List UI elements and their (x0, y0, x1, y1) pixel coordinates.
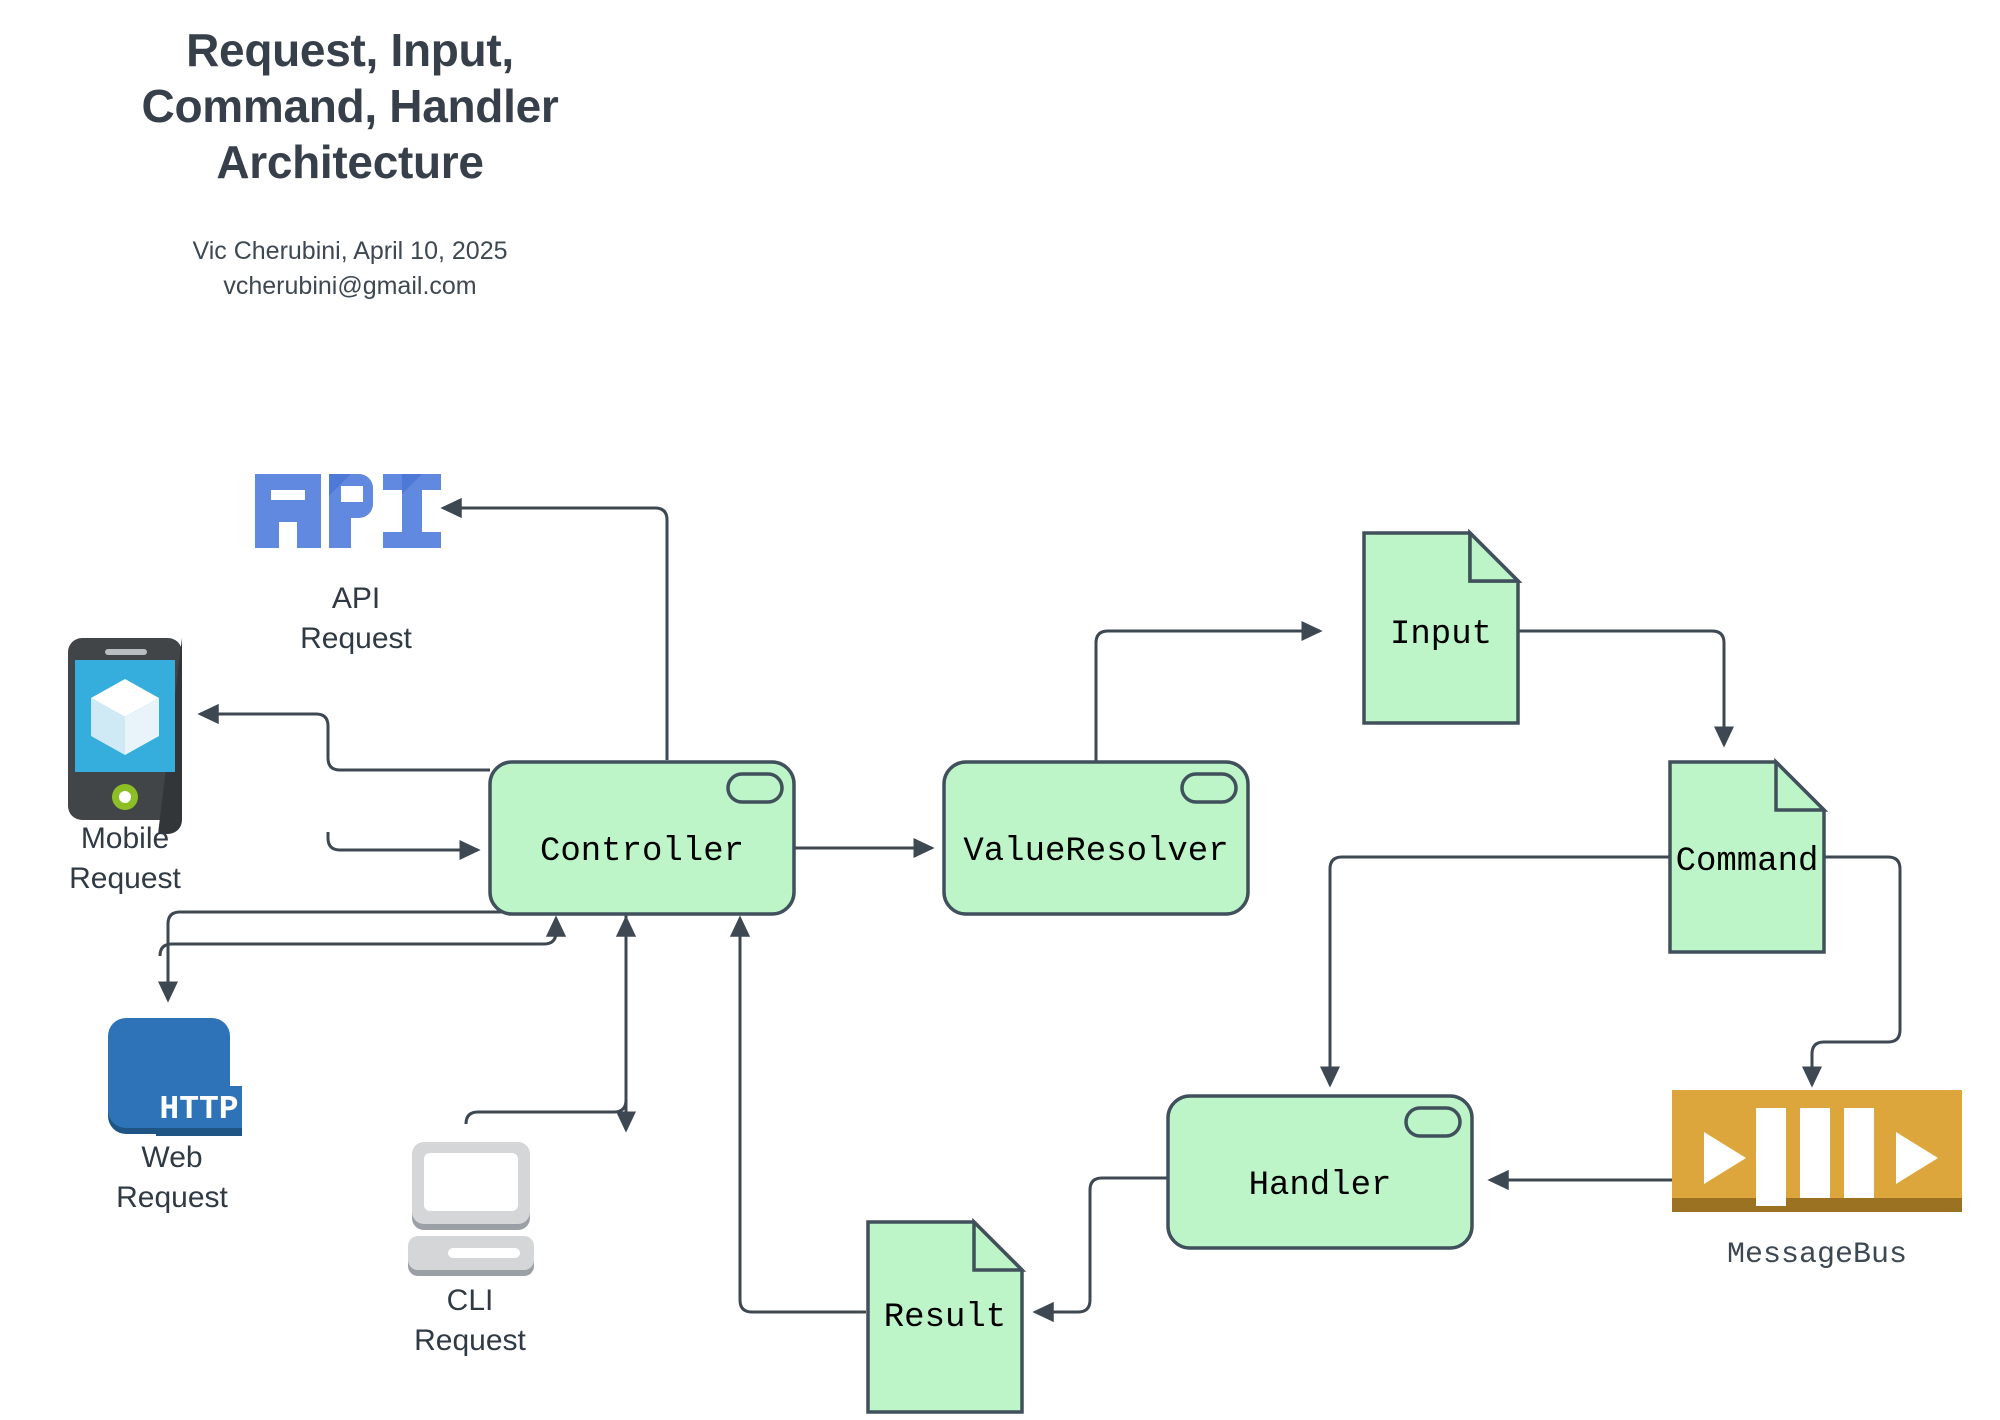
mobile-caption-line-1: Mobile (81, 822, 169, 855)
node-handler-label: Handler (1249, 1167, 1392, 1205)
web-caption-line-1: Web (141, 1141, 202, 1174)
edge-handler-to-result (1032, 1176, 1168, 1323)
page-title-line-3: Architecture (216, 136, 484, 189)
http-web-icon: HTTP (108, 1018, 242, 1136)
node-valueresolver[interactable]: ValueResolver (942, 760, 1250, 916)
api-caption-line-1: API (332, 582, 380, 615)
message-bus-icon (1672, 1090, 1962, 1212)
node-command-label: Command (1676, 843, 1819, 881)
byline: Vic Cherubini, April 10, 2025 vcherubini… (0, 234, 700, 303)
byline-author: Vic Cherubini, April 10, 2025 (192, 237, 508, 266)
node-result-label: Result (884, 1299, 1006, 1337)
node-controller-label: Controller (540, 833, 744, 871)
edge-input-to-command (1517, 629, 1735, 748)
edge-controller-to-api (440, 497, 669, 760)
edge-valueresolver-to-input (1094, 620, 1323, 768)
api-logo-icon (255, 474, 441, 548)
cli-terminal-icon (408, 1142, 534, 1276)
mobile-caption-line-2: Request (69, 862, 181, 895)
api-caption-line-2: Request (300, 622, 412, 655)
node-input-label: Input (1390, 616, 1492, 654)
page-title: Request, Input, Command, Handler Archite… (0, 22, 700, 190)
http-badge-label: HTTP (159, 1091, 238, 1128)
edge-layer (157, 497, 1902, 1323)
page-title-line-2: Command, Handler (141, 80, 559, 133)
edge-command-to-messagebus (1801, 855, 1902, 1088)
page-title-line-1: Request, Input, (186, 24, 514, 76)
edge-result-to-controller (729, 915, 866, 1314)
cli-caption-line-2: Request (414, 1324, 526, 1357)
edge-controller-to-mobile (197, 703, 490, 772)
byline-email: vcherubini@gmail.com (223, 271, 477, 300)
node-command[interactable]: Command (1668, 757, 1829, 954)
node-input[interactable]: Input (1362, 528, 1523, 725)
edge-web-request-up (158, 915, 567, 957)
cli-caption-line-1: CLI (447, 1284, 494, 1317)
node-controller[interactable]: Controller (488, 760, 796, 916)
edge-controller-to-web (157, 910, 556, 1003)
header-block: Request, Input, Command, Handler Archite… (0, 0, 700, 303)
node-valueresolver-label: ValueResolver (963, 833, 1228, 871)
edge-cli-return (464, 915, 637, 1125)
mobile-phone-icon (68, 638, 182, 834)
edge-mobile-to-controller (326, 832, 481, 861)
node-handler[interactable]: Handler (1166, 1094, 1474, 1250)
edge-command-to-handler (1319, 855, 1670, 1088)
web-caption-line-2: Request (116, 1181, 228, 1214)
node-result[interactable]: Result (866, 1217, 1027, 1414)
messagebus-caption: MessageBus (1727, 1238, 1907, 1272)
